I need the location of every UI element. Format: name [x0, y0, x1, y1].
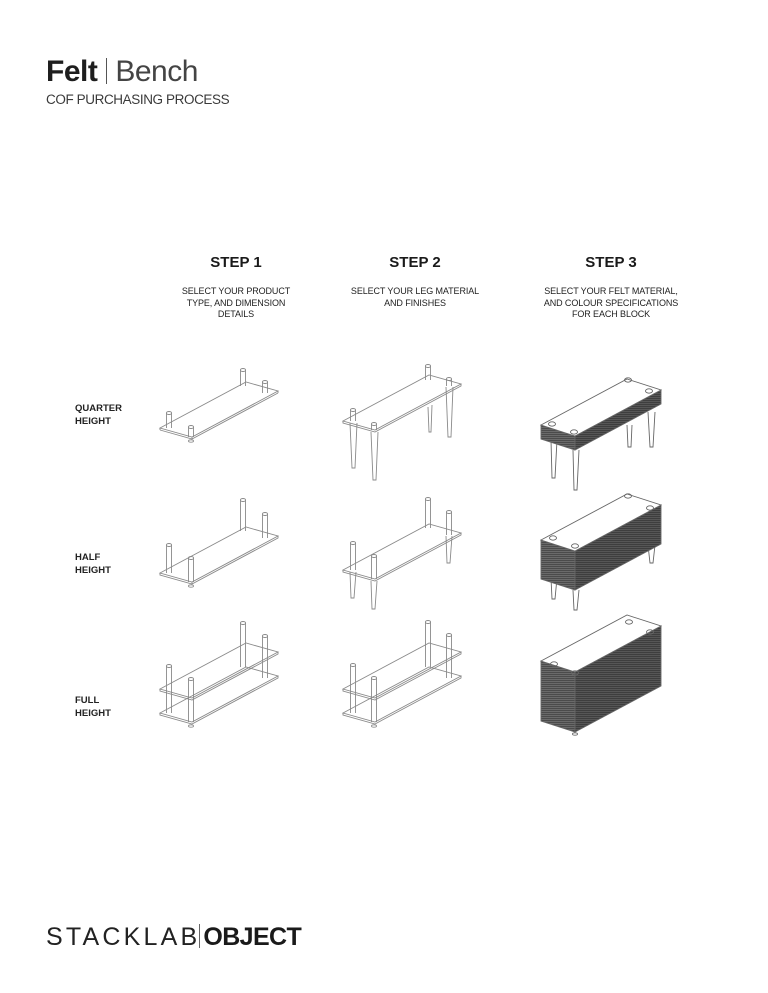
step-1-description: SELECT YOUR PRODUCT TYPE, AND DIMENSION …	[181, 286, 291, 319]
step-3-title: STEP 3	[585, 254, 637, 271]
row-label-full-height: FULL HEIGHT	[75, 695, 111, 719]
felt-block-half	[539, 493, 663, 611]
felt-block-full	[539, 614, 663, 736]
title-divider	[106, 58, 108, 84]
frame-full-height	[158, 621, 280, 728]
frame-with-legs-quarter	[341, 364, 463, 481]
brand-divider	[199, 924, 201, 948]
document-title: Felt Bench	[46, 54, 198, 90]
felt-block-quarter	[539, 377, 663, 491]
row-label-quarter-height: QUARTER HEIGHT	[75, 403, 122, 427]
document-subtitle: COF PURCHASING PROCESS	[46, 92, 230, 107]
frame-with-legs-half	[341, 497, 463, 610]
brand-object: OBJECT	[203, 923, 302, 951]
step-1-title: STEP 1	[210, 254, 262, 271]
brand-stacklab: STACKLAB	[46, 923, 201, 951]
step-3-description: SELECT YOUR FELT MATERIAL, AND COLOUR SP…	[543, 286, 679, 319]
title-type: Bench	[115, 55, 198, 88]
frame-half-height	[158, 498, 280, 588]
step-2-title: STEP 2	[389, 254, 441, 271]
frame-quarter-height	[158, 368, 280, 443]
step-2-description: SELECT YOUR LEG MATERIAL AND FINISHES	[350, 286, 480, 308]
title-product: Felt	[46, 55, 98, 88]
frame-with-legs-full	[341, 620, 463, 728]
row-label-half-height: HALF HEIGHT	[75, 552, 111, 576]
